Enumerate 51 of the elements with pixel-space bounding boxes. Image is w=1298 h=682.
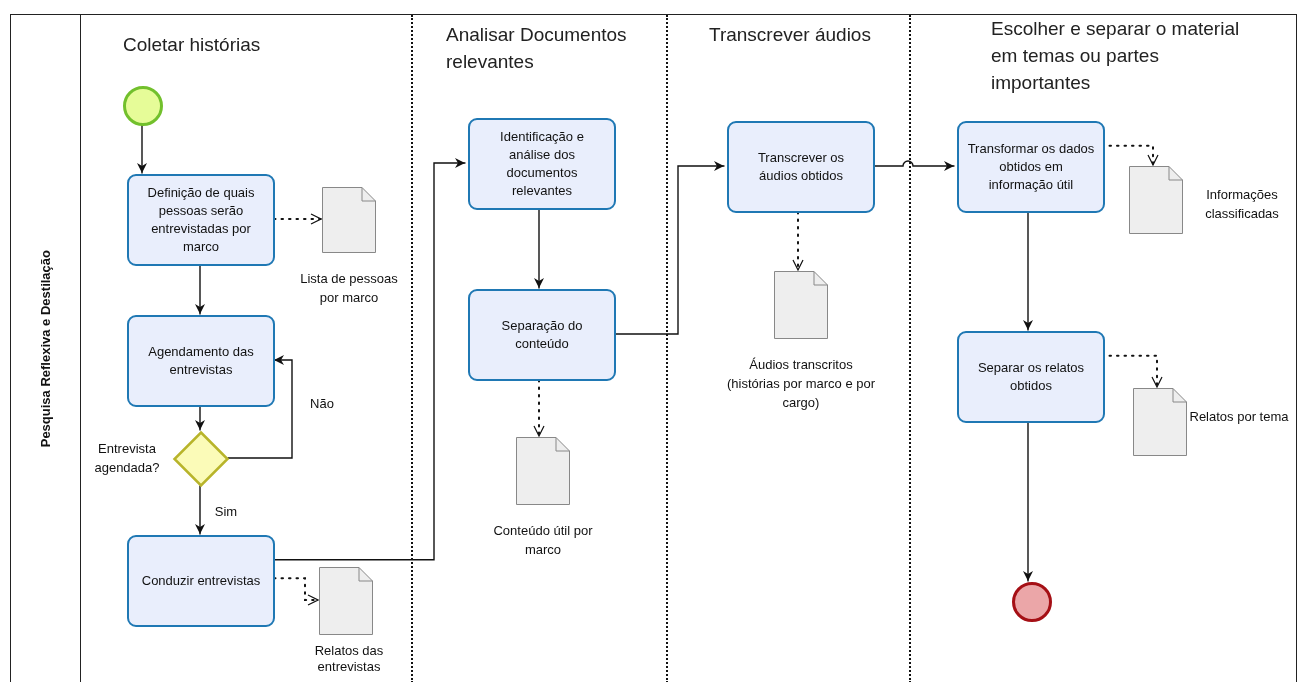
- data-object-caption: Informações classificadas: [1204, 186, 1280, 223]
- document-shape: [516, 437, 570, 505]
- task-label: Agendamento das entrevistas: [147, 343, 255, 379]
- task-box: [468, 118, 616, 210]
- task-label: Transformar os dados obtidos em informação útil: [967, 140, 1095, 194]
- sequence-arrow: [227, 355, 293, 459]
- document-shape: [1133, 388, 1187, 456]
- gateway-diamond: [172, 430, 230, 488]
- association-arrow: [273, 213, 322, 225]
- sequence-arrow: [1023, 421, 1033, 582]
- sequence-arrow: [273, 158, 466, 561]
- sequence-arrow: [195, 405, 205, 431]
- task-label: Transcrever os áudios obtidos: [756, 149, 846, 185]
- sequence-arrow: [1023, 211, 1033, 331]
- document-shape: [774, 271, 828, 339]
- data-object-caption: Lista de pessoas por marco: [299, 270, 399, 307]
- task-box: [727, 121, 875, 213]
- task-label: Separação do conteúdo: [500, 317, 584, 353]
- sequence-arrow: [534, 208, 544, 289]
- data-object-caption: Relatos das entrevistas: [313, 643, 385, 675]
- task-box: [957, 121, 1105, 213]
- pool-frame: [10, 14, 1297, 682]
- task-box: [127, 315, 275, 407]
- association-arrow: [273, 577, 319, 606]
- lane-title: Transcrever áudios: [709, 23, 872, 47]
- lane-title: Coletar histórias: [123, 33, 262, 57]
- data-object-caption: Relatos por tema: [1189, 408, 1289, 426]
- task-box: [468, 289, 616, 381]
- task-box: [127, 174, 275, 266]
- task-label: Conduzir entrevistas: [141, 572, 261, 590]
- association-arrow: [533, 379, 545, 437]
- data-object-caption: Áudios transcritos (histórias por marco e por cargo): [725, 356, 877, 412]
- document-shape: [1129, 166, 1183, 234]
- pool-title: Pesquisa Reflexiva e Destilação: [38, 249, 53, 448]
- task-box: [957, 331, 1105, 423]
- task-label: Identificação e análise dos documentos relevantes: [499, 128, 585, 200]
- sequence-arrow: [137, 124, 147, 174]
- data-object-caption: Conteúdo útil por marco: [492, 522, 594, 559]
- task-box: [127, 535, 275, 627]
- document-shape: [322, 187, 376, 253]
- association-arrow: [792, 211, 804, 271]
- task-label: Separar os relatos obtidos: [976, 359, 1086, 395]
- data-object-caption: Entrevista agendada?: [93, 440, 161, 477]
- start-event-circle: [123, 86, 163, 126]
- task-label: Definição de quais pessoas serão entrevistadas por marco: [146, 184, 256, 256]
- lane-title: Escolher e separar o material em temas ou partes importantes: [991, 17, 1241, 95]
- lane-title: Analisar Documentos relevantes: [446, 23, 628, 74]
- document-shape: [319, 567, 373, 635]
- sequence-arrow: [195, 485, 205, 535]
- end-event-circle: [1012, 582, 1052, 622]
- sequence-arrow: [195, 264, 205, 315]
